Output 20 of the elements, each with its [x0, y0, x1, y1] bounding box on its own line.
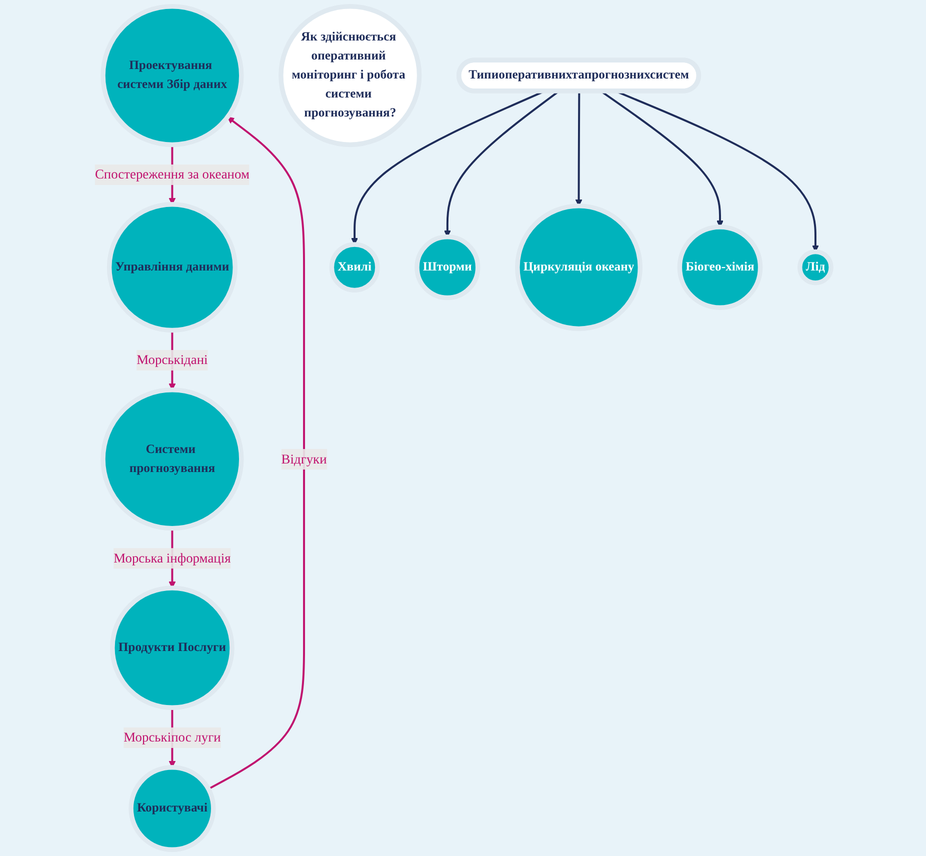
- node-circle: Користувачі: [128, 764, 216, 852]
- node-circle: Шторми: [414, 234, 480, 300]
- arrow: [600, 90, 724, 228]
- arrow: [444, 90, 560, 238]
- node-circle: Системи прогнозування: [100, 388, 244, 531]
- edge-label: Спостереження за океаном: [94, 166, 250, 182]
- node-circle: Лід: [797, 249, 834, 286]
- edge-label: Відгуки: [281, 451, 327, 466]
- arrow: [208, 116, 306, 790]
- edge-label: Морськіпос луги: [124, 730, 221, 745]
- node-circle: Біогео-хімія: [677, 224, 763, 310]
- node-circle: Управління даними: [106, 202, 238, 333]
- arrow: [575, 91, 582, 206]
- node-circle: Продукти Послуги: [110, 586, 234, 710]
- node-circle: Проектування системи Збір даних: [100, 4, 244, 148]
- node-circle: Як здійснюється оперативний моніторинг і робота системи прогнозування?: [278, 4, 422, 148]
- edge-label: Морська інформація: [114, 550, 231, 566]
- node-circle: Хвилі: [329, 242, 380, 293]
- node-circle: Циркуляція океану: [515, 204, 643, 332]
- edge-label: Морськідані: [136, 352, 208, 368]
